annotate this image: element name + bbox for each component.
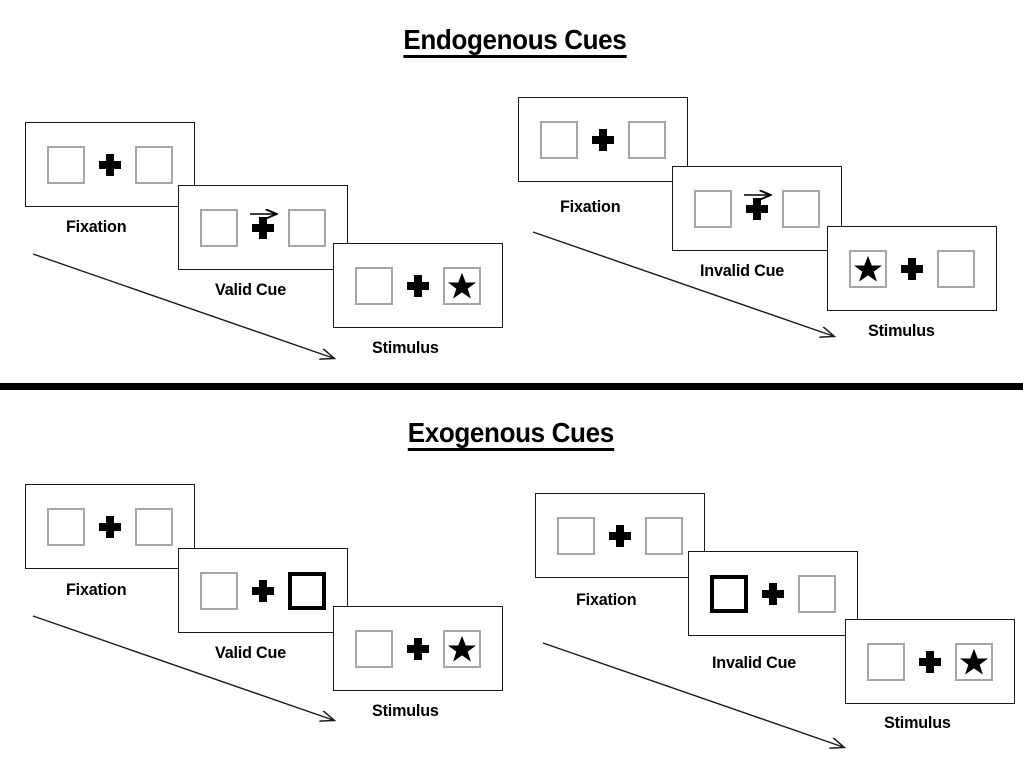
fixation-cross-icon (99, 515, 121, 538)
panel-endogenous-valid-cue[interactable] (178, 185, 348, 270)
fixation-cross-icon (609, 524, 631, 547)
right-placeholder-box (288, 208, 326, 247)
left-placeholder-box (355, 266, 393, 305)
fixation-cross-icon (901, 257, 923, 280)
fixation-cross-icon (746, 197, 768, 220)
panel-content (689, 552, 857, 635)
right-target-box (955, 642, 993, 681)
right-target-box (443, 266, 481, 305)
panel-exogenous-invalid-stimulus[interactable] (845, 619, 1015, 704)
panel-content (334, 244, 502, 327)
panel-endogenous-valid-fixation[interactable] (25, 122, 195, 207)
panel-endogenous-valid-stimulus[interactable] (333, 243, 503, 328)
panel-content (828, 227, 996, 310)
left-placeholder-box (200, 208, 238, 247)
panel-content (519, 98, 687, 181)
fixation-cross-icon (407, 637, 429, 660)
panel-exogenous-valid-cue[interactable] (178, 548, 348, 633)
left-cued-box (710, 574, 748, 613)
left-placeholder-box (200, 571, 238, 610)
caption-endogenous-valid-stimulus: Stimulus (372, 338, 439, 357)
caption-exogenous-valid-cue: Valid Cue (215, 643, 286, 662)
right-placeholder-box (782, 189, 820, 228)
panel-content (536, 494, 704, 577)
panel-endogenous-invalid-cue[interactable] (672, 166, 842, 251)
fixation-cross-icon (252, 216, 274, 239)
right-placeholder-box (135, 507, 173, 546)
right-placeholder-box (135, 145, 173, 184)
fixation-cross-icon (252, 579, 274, 602)
caption-endogenous-invalid-fixation: Fixation (560, 197, 621, 216)
panel-exogenous-invalid-fixation[interactable] (535, 493, 705, 578)
panel-endogenous-invalid-stimulus[interactable] (827, 226, 997, 311)
left-target-box (849, 249, 887, 288)
caption-exogenous-invalid-fixation: Fixation (576, 590, 637, 609)
caption-endogenous-invalid-cue: Invalid Cue (700, 261, 785, 280)
left-placeholder-box (557, 516, 595, 555)
left-placeholder-box (47, 507, 85, 546)
panel-content (26, 123, 194, 206)
panel-content (846, 620, 1014, 703)
star-target-icon (853, 255, 883, 282)
panel-exogenous-invalid-cue[interactable] (688, 551, 858, 636)
panel-content (179, 186, 347, 269)
section-divider (0, 383, 1023, 390)
time-arrow-exogenous-invalid (542, 642, 858, 755)
right-placeholder-box (628, 120, 666, 159)
right-target-box (443, 629, 481, 668)
caption-endogenous-invalid-stimulus: Stimulus (868, 321, 935, 340)
left-placeholder-box (355, 629, 393, 668)
fixation-cross-icon (762, 582, 784, 605)
caption-exogenous-valid-fixation: Fixation (66, 580, 127, 599)
panel-content (673, 167, 841, 250)
left-placeholder-box (694, 189, 732, 228)
star-target-icon (959, 648, 989, 675)
panel-exogenous-valid-fixation[interactable] (25, 484, 195, 569)
fixation-cross-icon (592, 128, 614, 151)
fixation-cross-icon (919, 650, 941, 673)
right-placeholder-box (645, 516, 683, 555)
caption-endogenous-valid-fixation: Fixation (66, 217, 127, 236)
panel-content (334, 607, 502, 690)
section-title-exogenous: Exogenous Cues (407, 418, 614, 452)
caption-exogenous-invalid-stimulus: Stimulus (884, 713, 951, 732)
section-title-endogenous: Endogenous Cues (403, 25, 627, 59)
panel-content (26, 485, 194, 568)
caption-endogenous-valid-cue: Valid Cue (215, 280, 286, 299)
left-placeholder-box (47, 145, 85, 184)
left-placeholder-box (540, 120, 578, 159)
caption-exogenous-valid-stimulus: Stimulus (372, 701, 439, 720)
fixation-cross-icon (407, 274, 429, 297)
right-cued-box (288, 571, 326, 610)
star-target-icon (447, 635, 477, 662)
panel-exogenous-valid-stimulus[interactable] (333, 606, 503, 691)
panel-endogenous-invalid-fixation[interactable] (518, 97, 688, 182)
panel-content (179, 549, 347, 632)
fixation-cross-icon (99, 153, 121, 176)
caption-exogenous-invalid-cue: Invalid Cue (712, 653, 797, 672)
right-placeholder-box (798, 574, 836, 613)
star-target-icon (447, 272, 477, 299)
left-placeholder-box (867, 642, 905, 681)
right-placeholder-box (937, 249, 975, 288)
